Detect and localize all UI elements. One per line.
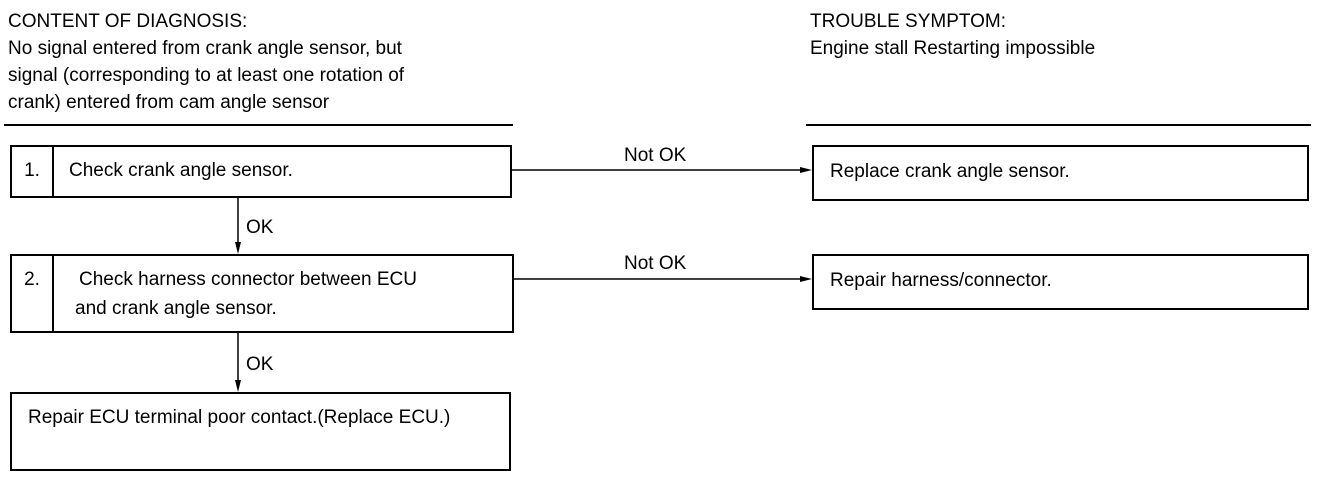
step-1-box: 1. Check crank angle sensor.	[10, 145, 512, 198]
diagnosis-divider	[4, 124, 513, 126]
step-2-ok-arrowhead-icon	[235, 380, 241, 392]
step-2-ok-label: OK	[246, 354, 274, 375]
step-1-text: Check crank angle sensor.	[69, 160, 293, 181]
final-action-box: Repair ECU terminal poor contact.(Replac…	[10, 392, 511, 471]
step-2-text-line-2: and crank angle sensor.	[75, 298, 277, 319]
step-2-box: 2. Check harness connector between ECU a…	[10, 254, 514, 333]
step-1-number: 1.	[24, 160, 40, 181]
diagnosis-title: CONTENT OF DIAGNOSIS:	[8, 11, 248, 32]
symptom-divider	[806, 124, 1311, 126]
diagnosis-line-2: signal (corresponding to at least one ro…	[8, 65, 405, 86]
step-1-ok-arrowhead-icon	[235, 242, 241, 254]
step-2-number-cell: 2.	[12, 256, 54, 331]
step-1-number-cell: 1.	[12, 147, 54, 196]
final-action-text: Repair ECU terminal poor contact.(Replac…	[28, 407, 451, 428]
diagnosis-line-1: No signal entered from crank angle senso…	[8, 38, 402, 59]
symptom-title: TROUBLE SYMPTOM:	[810, 11, 1007, 32]
step-2-not-ok-label: Not OK	[624, 253, 687, 274]
symptom-text: Engine stall Restarting impossible	[810, 38, 1096, 59]
step-1-not-ok-arrowhead-icon	[800, 167, 812, 173]
step-2-not-ok-arrowhead-icon	[800, 276, 812, 282]
step-1-not-ok-label: Not OK	[624, 145, 687, 166]
step-2-number: 2.	[24, 269, 40, 290]
step-2-action-box: Repair harness/connector.	[812, 254, 1309, 310]
diagnosis-line-3: crank) entered from cam angle sensor	[8, 92, 330, 113]
step-1-action-text: Replace crank angle sensor.	[830, 161, 1070, 182]
step-1-ok-label: OK	[246, 217, 274, 238]
step-1-action-box: Replace crank angle sensor.	[812, 145, 1309, 201]
step-2-text-line-1: Check harness connector between ECU	[79, 269, 417, 290]
step-2-action-text: Repair harness/connector.	[830, 270, 1052, 291]
